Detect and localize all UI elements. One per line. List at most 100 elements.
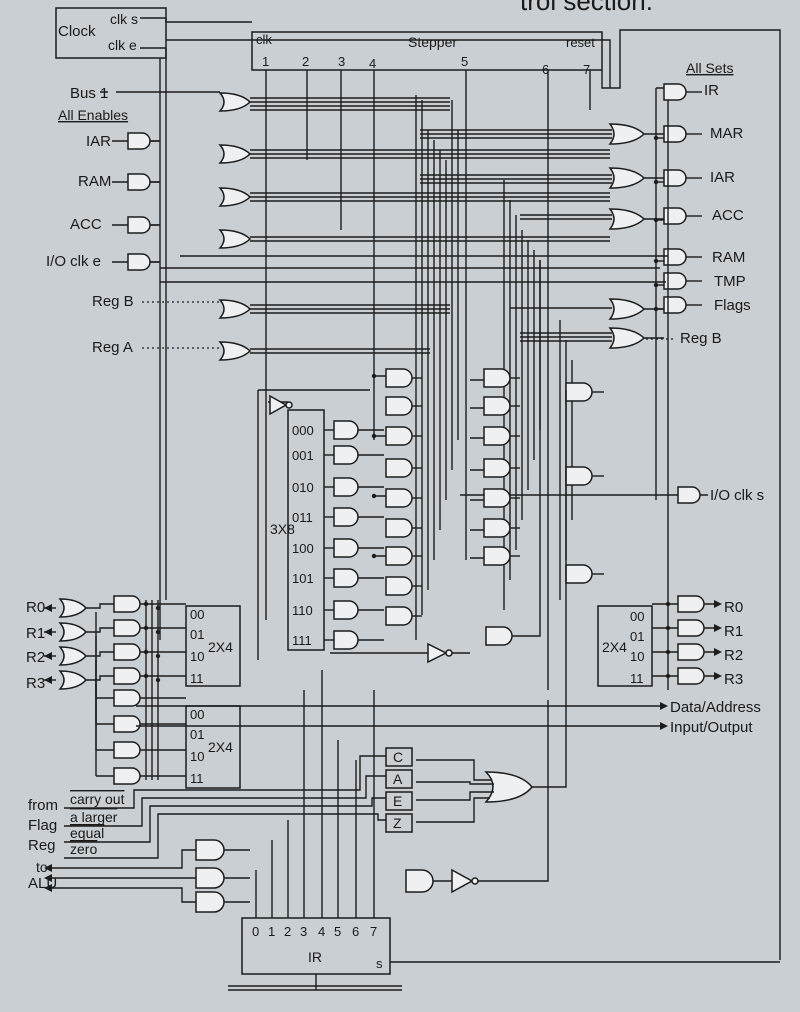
ir-bit-5: 5 <box>334 924 341 939</box>
decoder-2x4-c-output-01: 01 <box>630 629 644 644</box>
decoder-2x4-b-label: 2X4 <box>208 739 233 755</box>
right-reg-and-gate-3 <box>677 643 705 661</box>
mid-and-gate-b4 <box>483 458 511 478</box>
right-reg-r0: R0 <box>724 599 743 616</box>
enable-and-gate-1 <box>127 132 151 150</box>
left-reg-and-gate-b1 <box>113 689 141 707</box>
right-reg-r2: R2 <box>724 647 743 664</box>
decoder-and-gate-1 <box>333 420 359 440</box>
decoder-3x8-output-101: 101 <box>292 571 314 586</box>
enable-reg-b-label: Reg B <box>92 293 134 310</box>
ir-bit-2: 2 <box>284 924 291 939</box>
left-reg-r3: R3 <box>26 675 45 692</box>
set-tmp-label: TMP <box>714 273 746 290</box>
left-registers: R0 R1 R2 R3 <box>26 599 45 692</box>
stepper-step-1: 1 <box>262 54 269 69</box>
flag-side-reg: Reg <box>28 837 56 854</box>
arrow-icon <box>44 628 52 636</box>
decoder-3x8-output-011: 011 <box>292 510 313 525</box>
decoder-3x8-output-111: 111 <box>292 633 312 648</box>
enable-or-gate-2 <box>218 144 252 164</box>
right-reg-r1: R1 <box>724 623 743 640</box>
decoder-2x4-a-output-11: 11 <box>190 671 204 686</box>
arrow-icon <box>714 600 722 608</box>
flag-side-flag: Flag <box>28 817 57 834</box>
junction-dot <box>653 135 659 141</box>
decoder-2x4-a-output-00: 00 <box>190 607 204 622</box>
not-gate-111 <box>330 642 470 664</box>
bus1-label: Bus 1 <box>70 85 108 102</box>
stepper-step-5: 5 <box>461 54 468 69</box>
arrow-icon <box>714 672 722 680</box>
stepper-step-6: 6 <box>542 62 549 77</box>
wire <box>374 260 541 637</box>
set-iar-label: IAR <box>710 169 735 186</box>
junction-dot <box>155 653 161 659</box>
left-reg-or-gate-1 <box>58 598 87 618</box>
set-or-gate-4 <box>608 298 646 320</box>
set-and-gate-io-clk-s <box>677 486 701 504</box>
decoder-3x8-output-001: 001 <box>292 448 314 463</box>
enable-ram-label: RAM <box>78 173 111 190</box>
junction-dot <box>371 493 377 499</box>
flag-zero: zero <box>70 841 97 857</box>
stepper-step-7: 7 <box>583 62 590 77</box>
enable-or-gate-6 <box>218 341 252 361</box>
left-reg-and-gate-a1 <box>113 595 141 613</box>
decoder-2x4-c-output-11: 11 <box>630 671 644 686</box>
clock-clk-s-label: clk s <box>110 11 138 27</box>
decoder-3x8-output-000: 000 <box>292 423 314 438</box>
set-and-gate-2 <box>663 125 687 143</box>
clock-clk-e-label: clk e <box>108 37 137 53</box>
right-reg-and-gate-4 <box>677 667 705 685</box>
set-and-gate-3 <box>663 169 687 187</box>
left-reg-and-gate-b4 <box>113 767 141 785</box>
wire <box>95 636 186 725</box>
stepper-step-3: 3 <box>338 54 345 69</box>
arrow-icon <box>44 604 52 612</box>
flag-latch-z-label: Z <box>393 815 402 831</box>
enable-iar-label: IAR <box>86 133 111 150</box>
not-gate-decoder <box>269 394 288 416</box>
junction-dot <box>155 605 161 611</box>
right-sets: All Sets IR MAR IAR ACC RAM TMP Flags Re… <box>646 60 764 504</box>
clock-label: Clock <box>58 23 96 40</box>
junction-dot <box>143 673 149 679</box>
set-and-gate-7 <box>663 296 687 314</box>
enable-io-clk-e-label: I/O clk e <box>46 253 101 270</box>
mid-and-gate-a7 <box>385 546 413 566</box>
decoder-2x4-b-output-01: 01 <box>190 727 204 742</box>
flag-latch-c <box>385 747 413 767</box>
set-and-gate-4 <box>663 207 687 225</box>
enable-acc-label: ACC <box>70 216 102 233</box>
io-data-address: Data/Address <box>670 699 761 716</box>
decoder-and-gate-7 <box>333 600 359 620</box>
all-enables-heading: All Enables <box>58 107 128 123</box>
junction-dot <box>155 629 161 635</box>
enable-or-gate-4 <box>218 229 252 249</box>
mid-and-gate-a5 <box>385 488 413 508</box>
junction-dot <box>371 373 377 379</box>
arrow-icon <box>44 676 52 684</box>
flag-latch-a <box>385 769 413 789</box>
set-or-gate-1 <box>608 123 646 145</box>
junction-dot <box>155 677 161 683</box>
ir-bit-3: 3 <box>300 924 307 939</box>
left-reg-and-gate-b3 <box>113 741 141 759</box>
decoder-and-gate-8 <box>333 630 359 650</box>
mid-and-gate-c3 <box>565 564 593 584</box>
mid-and-gate-c2 <box>565 466 593 486</box>
set-mar-label: MAR <box>710 125 744 142</box>
mid-and-gate-b6 <box>483 518 511 538</box>
set-or-gate-2 <box>608 167 646 189</box>
mid-and-gate-a9 <box>385 606 413 626</box>
decoder-and-gate-6 <box>333 568 359 588</box>
junction-dot <box>371 433 377 439</box>
flag-latch-a-label: A <box>393 771 403 787</box>
wire <box>95 612 186 699</box>
flag-latch-e-label: E <box>393 793 402 809</box>
page-header-fragment: trol section. <box>520 0 653 16</box>
